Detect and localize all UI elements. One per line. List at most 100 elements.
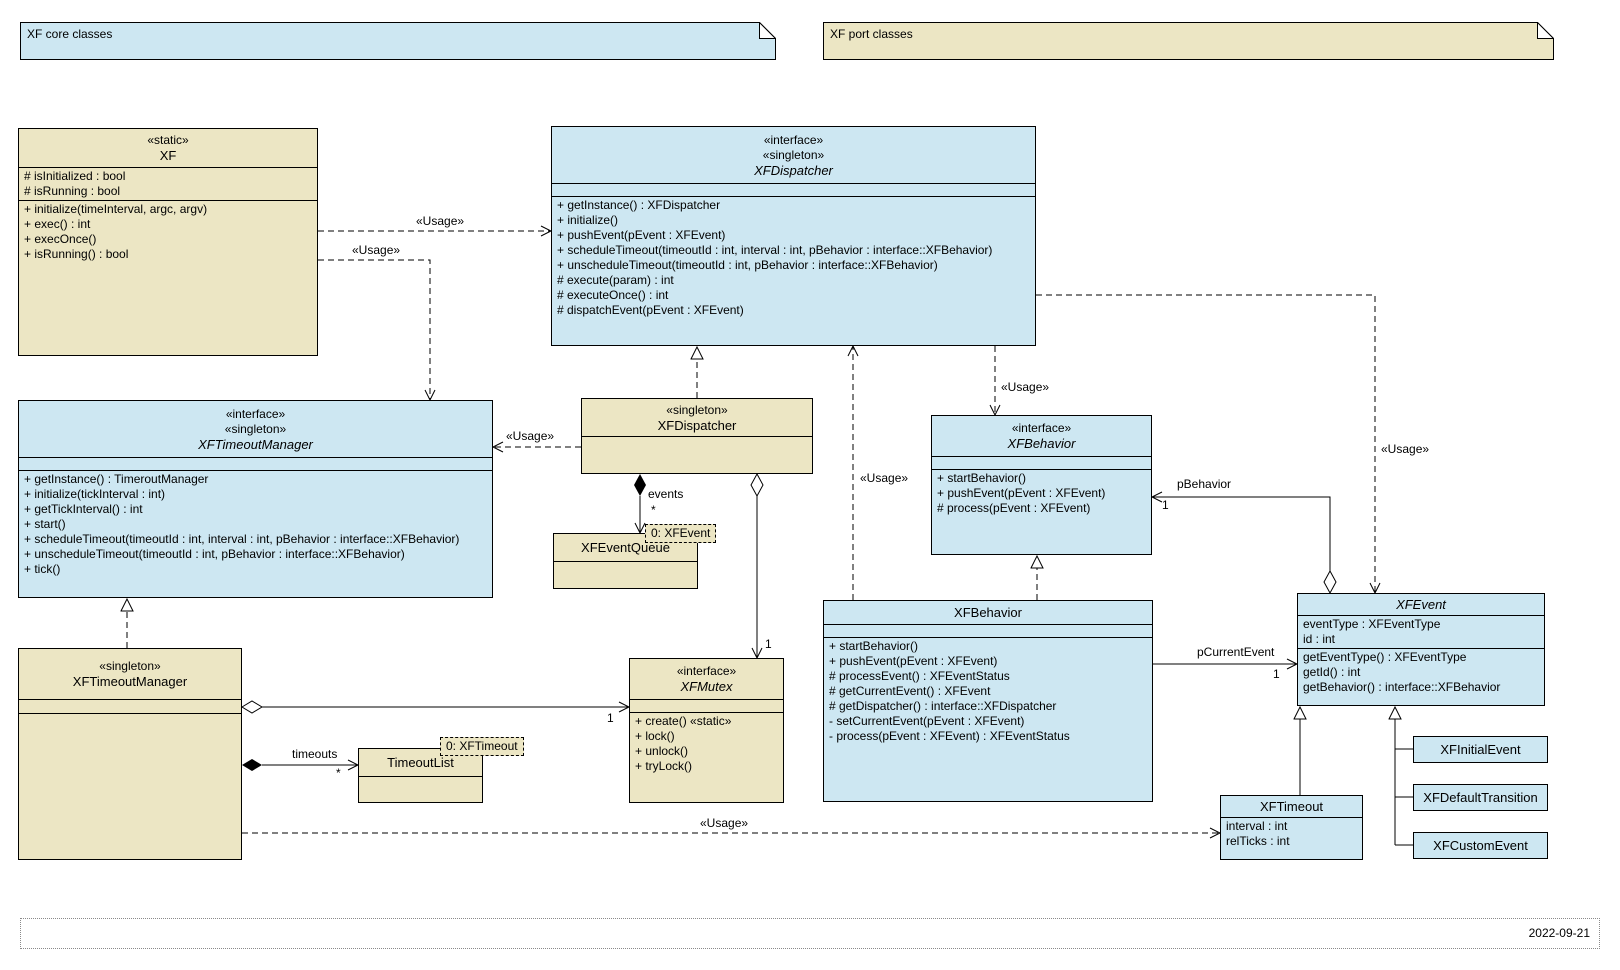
class-header: XFInitialEvent <box>1414 737 1547 762</box>
class-name: XFEventQueue <box>581 540 670 555</box>
uml-attribute: interval : int <box>1226 819 1288 833</box>
body-compartment <box>554 561 697 588</box>
uml-method: + exec() : int <box>24 217 91 231</box>
attributes-compartment <box>19 457 492 470</box>
attributes-compartment <box>932 456 1151 469</box>
uml-attribute: id : int <box>1303 632 1336 646</box>
class-name: XFBehavior <box>1007 436 1076 451</box>
stereotype-label: «interface» <box>763 132 824 147</box>
role-label-pcurrentevent: pCurrentEvent <box>1197 645 1275 659</box>
usage-label-xf-dispatcher: «Usage» <box>416 214 465 228</box>
class-header: TimeoutList <box>359 749 482 776</box>
attributes-compartment <box>552 183 1035 196</box>
methods-compartment: getEventType() : XFEventType getId() : i… <box>1298 648 1544 705</box>
class-header: «interface» «singleton» XFDispatcher <box>552 127 1035 183</box>
uml-attribute: # isInitialized : bool <box>24 169 126 183</box>
composition-diamond-events <box>634 474 646 496</box>
uml-method: # process(pEvent : XFEvent) <box>937 501 1091 515</box>
role-label-pbehavior: pBehavior <box>1177 477 1232 491</box>
note-port-text: XF port classes <box>830 27 913 41</box>
uml-method: + start() <box>24 517 66 531</box>
class-xfbehavior: XFBehavior + startBehavior() + pushEvent… <box>823 600 1153 802</box>
class-name: XFTimeout <box>1259 799 1324 814</box>
class-xftimeoutmanager-singleton: «singleton» XFTimeoutManager <box>18 648 242 860</box>
uml-method: + scheduleTimeout(timeoutId : int, inter… <box>557 243 993 257</box>
attributes-compartment: # isInitialized : bool # isRunning : boo… <box>19 167 317 200</box>
class-name: XFEvent <box>1396 597 1446 612</box>
uml-method: + initialize(tickInterval : int) <box>24 487 166 501</box>
uml-method: + getTickInterval() : int <box>24 502 143 516</box>
class-xfdispatcher-interface: «interface» «singleton» XFDispatcher + g… <box>551 126 1036 346</box>
uml-method: + initialize(timeInterval, argc, argv) <box>24 202 208 216</box>
uml-attribute: relTicks : int <box>1226 834 1290 848</box>
class-name: XFTimeoutManager <box>198 436 313 452</box>
usage-edge-xfdispatcher-to-xfevent <box>1036 294 1381 595</box>
note-shape <box>823 22 1554 60</box>
class-xfevent: XFEvent eventType : XFEventType id : int… <box>1297 593 1545 706</box>
multiplicity-pcurrentevent-one: 1 <box>1273 667 1280 681</box>
multiplicity-pbehavior-one: 1 <box>1162 498 1169 512</box>
class-xf: «static» XF # isInitialized : bool # isR… <box>18 128 318 356</box>
uml-method: + pushEvent(pEvent : XFEvent) <box>937 486 1106 500</box>
multiplicity-timeoutmanager-mutex-one: 1 <box>607 711 614 725</box>
uml-method: + tick() <box>24 562 61 576</box>
uml-method: + scheduleTimeout(timeoutId : int, inter… <box>24 532 460 546</box>
body-compartment <box>19 713 241 859</box>
uml-method: # dispatchEvent(pEvent : XFEvent) <box>557 303 744 317</box>
multiplicity-timeouts-many: * <box>336 766 341 780</box>
multiplicity-dispatcher-mutex-one: 1 <box>765 637 772 651</box>
uml-method: getId() : int <box>1303 665 1361 679</box>
uml-method: + getInstance() : XFDispatcher <box>557 198 721 212</box>
usage-label-xf-timeoutmanager: «Usage» <box>352 243 401 257</box>
uml-method: + startBehavior() <box>829 639 919 653</box>
stereotype-label: «singleton» <box>224 421 287 436</box>
uml-method: + lock() <box>635 729 675 743</box>
class-header: «interface» XFBehavior <box>932 416 1151 456</box>
date-box: 2022-09-21 <box>20 918 1600 949</box>
uml-method: # execute(param) : int <box>557 273 674 287</box>
object-note-xfevent: 0: XFEvent <box>645 524 717 543</box>
role-label-events: events <box>648 487 684 501</box>
note-core-text: XF core classes <box>27 27 113 41</box>
class-name: XFDispatcher <box>657 417 737 433</box>
class-name: XFInitialEvent <box>1440 742 1521 757</box>
class-header: «static» XF <box>19 129 317 167</box>
note-fold-icon <box>1537 21 1555 39</box>
aggregation-diamond-pbehavior <box>1323 569 1337 595</box>
uml-method: + pushEvent(pEvent : XFEvent) <box>557 228 726 242</box>
methods-compartment: + initialize(timeInterval, argc, argv) +… <box>19 200 317 355</box>
class-name: TimeoutList <box>387 755 454 770</box>
class-xftimeout: XFTimeout interval : int relTicks : int <box>1220 795 1363 860</box>
multiplicity-events-many: * <box>651 503 656 517</box>
usage-label-dispatcher-timeoutmanager: «Usage» <box>506 429 555 443</box>
class-timeoutlist: TimeoutList <box>358 748 483 803</box>
stereotype-label: «singleton» <box>666 402 728 417</box>
uml-method: + pushEvent(pEvent : XFEvent) <box>829 654 998 668</box>
class-header: XFTimeout <box>1221 796 1362 817</box>
attributes-compartment <box>630 699 783 712</box>
usage-label-timeoutmanager-timeout: «Usage» <box>700 816 749 830</box>
note-xf-port-classes: XF port classes <box>823 21 1555 60</box>
uml-method: + startBehavior() <box>937 471 1027 485</box>
stereotype-label: «singleton» <box>99 659 161 673</box>
aggregation-edge-pbehavior <box>1150 491 1331 571</box>
stereotype-label: «interface» <box>225 406 286 421</box>
class-header: «interface» «singleton» XFTimeoutManager <box>19 401 492 457</box>
composition-diamond-timeouts <box>242 759 262 771</box>
class-header: XFEventQueue <box>554 534 697 561</box>
uml-method: - setCurrentEvent(pEvent : XFEvent) <box>829 714 1025 728</box>
methods-compartment: + startBehavior() + pushEvent(pEvent : X… <box>932 469 1151 554</box>
uml-method: + unlock() <box>635 744 689 758</box>
uml-attribute: eventType : XFEventType <box>1303 617 1441 631</box>
uml-method: # processEvent() : XFEventStatus <box>829 669 1010 683</box>
uml-method: + execOnce() <box>24 232 97 246</box>
uml-method: - process(pEvent : XFEvent) : XFEventSta… <box>829 729 1070 743</box>
uml-attribute: # isRunning : bool <box>24 184 121 198</box>
class-name: XFBehavior <box>954 605 1022 620</box>
object-note-xftimeout: 0: XFTimeout <box>440 737 524 756</box>
uml-method: + unscheduleTimeout(timeoutId : int, pBe… <box>24 547 405 561</box>
class-name: XFDefaultTransition <box>1423 790 1538 805</box>
methods-compartment: + startBehavior() + pushEvent(pEvent : X… <box>824 637 1152 801</box>
